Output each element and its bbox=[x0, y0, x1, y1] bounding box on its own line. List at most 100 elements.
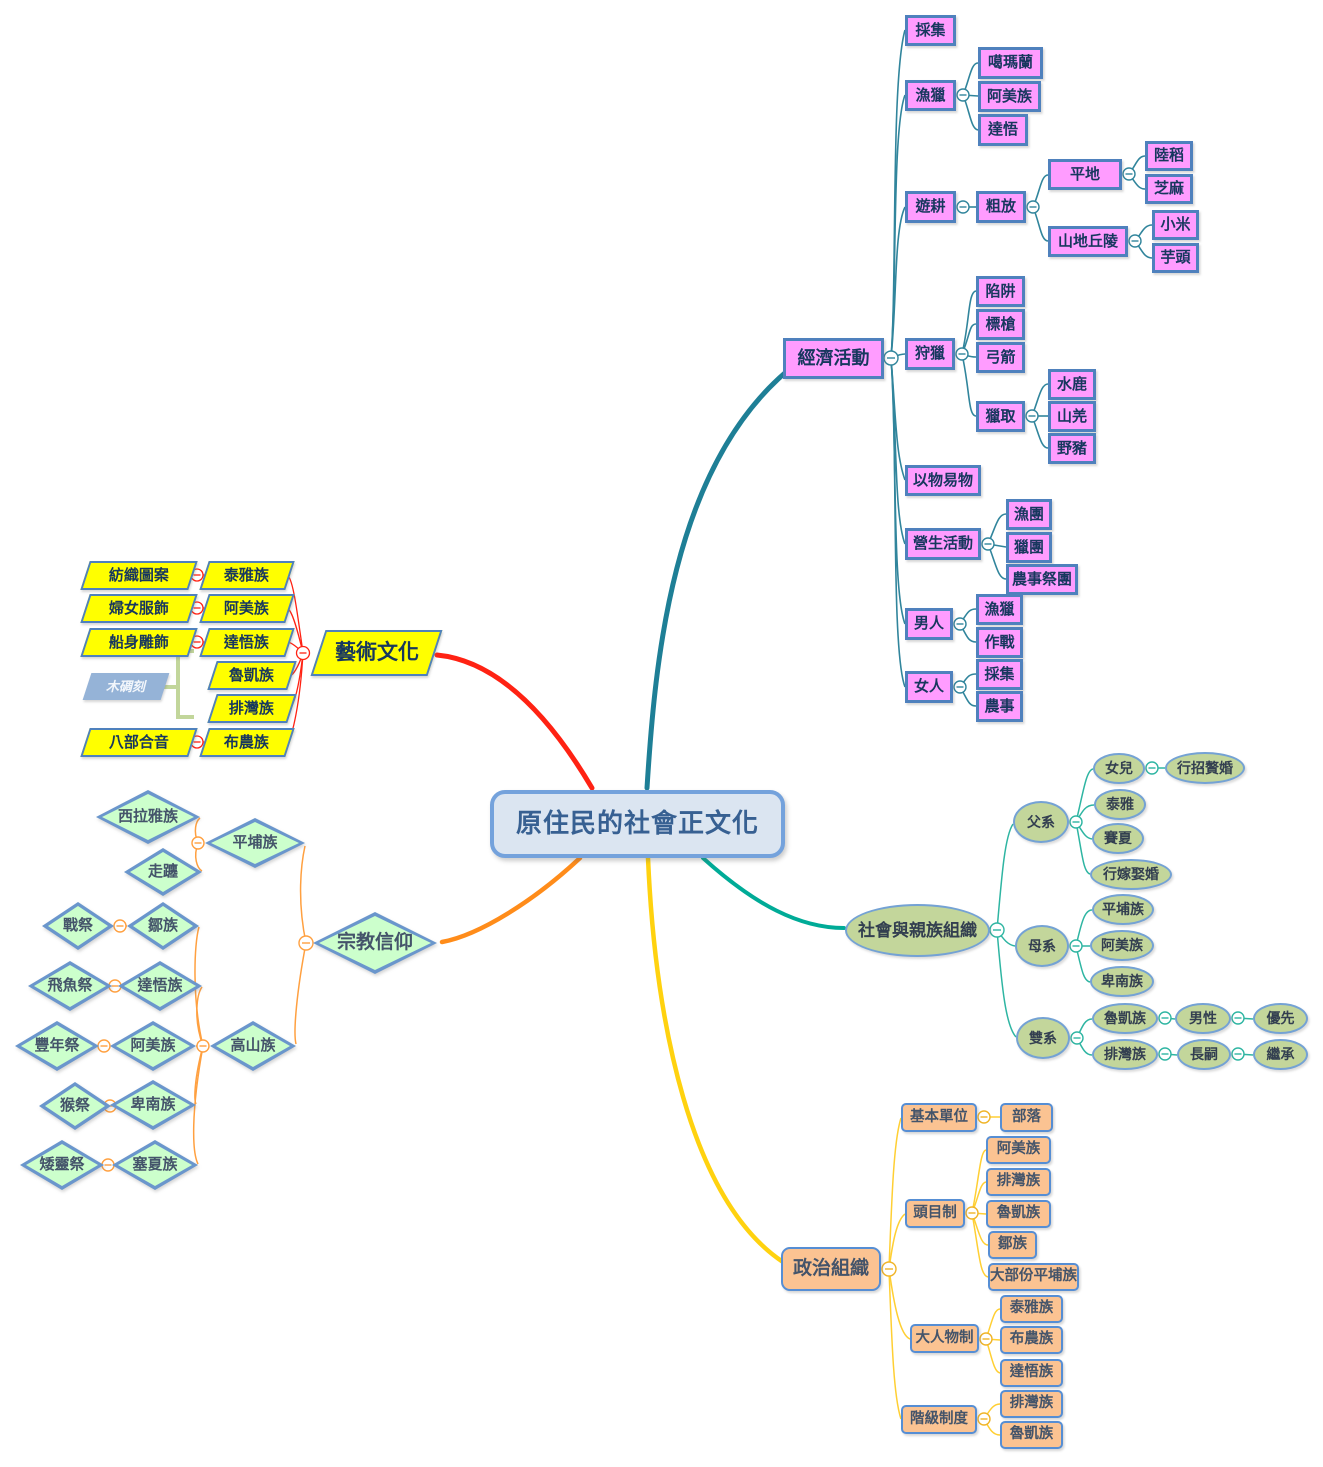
econ-node-muntjac[interactable]: 山羌 bbox=[1048, 401, 1096, 432]
society-node-male[interactable]: 男性 bbox=[1175, 1003, 1231, 1034]
econ-node-sambar[interactable]: 水鹿 bbox=[1048, 369, 1096, 400]
collapse-toggle[interactable] bbox=[1158, 1011, 1172, 1025]
art-node-bunun[interactable]: 布農族 bbox=[199, 728, 295, 757]
collapse-toggle[interactable] bbox=[1069, 939, 1083, 953]
econ-branch[interactable]: 經濟活動 bbox=[783, 338, 884, 379]
collapse-toggle[interactable] bbox=[113, 919, 127, 933]
politics-node-bigman-bunun[interactable]: 布農族 bbox=[1000, 1326, 1063, 1354]
collapse-toggle[interactable] bbox=[1128, 234, 1142, 248]
religion-node-flying-fish-festival[interactable]: 飛魚祭 bbox=[28, 961, 112, 1011]
econ-node-sesame[interactable]: 芝麻 bbox=[1145, 174, 1193, 204]
art-node-rukai[interactable]: 魯凱族 bbox=[207, 661, 297, 690]
society-node-saisiyat[interactable]: 賽夏 bbox=[1092, 823, 1144, 854]
collapse-toggle[interactable] bbox=[977, 1412, 991, 1426]
collapse-toggle[interactable] bbox=[1070, 1031, 1084, 1045]
society-node-patrilineal[interactable]: 父系 bbox=[1013, 801, 1069, 843]
econ-node-gathering[interactable]: 採集 bbox=[905, 15, 956, 46]
religion-node-harvest-festival[interactable]: 豐年祭 bbox=[15, 1021, 99, 1071]
society-branch[interactable]: 社會與親族組織 bbox=[845, 904, 990, 957]
econ-node-combat[interactable]: 作戰 bbox=[976, 627, 1023, 658]
politics-node-bigman-tao[interactable]: 達悟族 bbox=[1000, 1359, 1063, 1387]
econ-node-fishing-group[interactable]: 漁團 bbox=[1006, 499, 1052, 530]
collapse-toggle[interactable] bbox=[979, 1332, 993, 1346]
collapse-toggle[interactable] bbox=[1026, 200, 1040, 214]
society-node-inheritance[interactable]: 繼承 bbox=[1253, 1039, 1308, 1070]
politics-node-class-paiwan[interactable]: 排灣族 bbox=[1000, 1390, 1063, 1418]
econ-node-women[interactable]: 女人 bbox=[905, 671, 953, 703]
collapse-toggle[interactable] bbox=[1025, 409, 1039, 423]
collapse-toggle[interactable] bbox=[956, 200, 970, 214]
econ-node-trap[interactable]: 陷阱 bbox=[976, 276, 1025, 307]
art-node-amis[interactable]: 阿美族 bbox=[199, 594, 295, 623]
art-node-atayal[interactable]: 泰雅族 bbox=[199, 561, 295, 590]
society-node-uxorilocal-marriage[interactable]: 行招贅婚 bbox=[1165, 752, 1245, 784]
econ-node-hunting-group[interactable]: 獵團 bbox=[1006, 532, 1052, 563]
politics-node-big-man-system[interactable]: 大人物制 bbox=[910, 1324, 979, 1353]
collapse-toggle[interactable] bbox=[295, 645, 311, 661]
art-node-wood-carving[interactable]: 木碉刻 bbox=[82, 673, 170, 700]
econ-node-tao[interactable]: 達悟 bbox=[978, 114, 1028, 146]
collapse-toggle[interactable] bbox=[881, 1261, 897, 1277]
religion-node-monkey-festival[interactable]: 猴祭 bbox=[39, 1082, 111, 1130]
econ-node-taro[interactable]: 芋頭 bbox=[1152, 243, 1199, 273]
religion-node-puyuma[interactable]: 卑南族 bbox=[110, 1080, 196, 1130]
econ-node-bow-arrow[interactable]: 弓箭 bbox=[976, 342, 1025, 373]
religion-branch[interactable]: 宗教信仰 bbox=[313, 912, 437, 974]
religion-node-gaoshan[interactable]: 高山族 bbox=[210, 1021, 296, 1071]
collapse-toggle[interactable] bbox=[953, 617, 967, 631]
collapse-toggle[interactable] bbox=[953, 680, 967, 694]
econ-node-livelihood[interactable]: 營生活動 bbox=[905, 528, 981, 560]
society-node-rukai[interactable]: 魯凱族 bbox=[1092, 1003, 1158, 1034]
society-node-eldest-heir[interactable]: 長嗣 bbox=[1177, 1039, 1231, 1070]
econ-node-javelin[interactable]: 標槍 bbox=[976, 309, 1025, 340]
religion-node-tao[interactable]: 達悟族 bbox=[118, 961, 202, 1011]
religion-node-dwarf-spirit-festival[interactable]: 矮靈祭 bbox=[20, 1140, 104, 1190]
econ-node-men[interactable]: 男人 bbox=[905, 608, 953, 640]
econ-node-prey[interactable]: 獵取 bbox=[976, 401, 1025, 432]
society-node-atayal[interactable]: 泰雅 bbox=[1094, 789, 1146, 820]
religion-node-zou-chan[interactable]: 走躔 bbox=[124, 848, 202, 896]
collapse-toggle[interactable] bbox=[955, 347, 969, 361]
society-node-amis[interactable]: 阿美族 bbox=[1090, 930, 1154, 961]
collapse-toggle[interactable] bbox=[965, 1206, 979, 1220]
society-node-daughter[interactable]: 女兒 bbox=[1093, 753, 1145, 784]
politics-node-class-system[interactable]: 階級制度 bbox=[901, 1405, 977, 1434]
politics-node-chief-tsou[interactable]: 鄒族 bbox=[988, 1231, 1037, 1259]
religion-node-pingpu[interactable]: 平埔族 bbox=[205, 818, 305, 868]
art-node-boat-carving[interactable]: 船身雕飾 bbox=[80, 628, 198, 657]
collapse-toggle[interactable] bbox=[1231, 1047, 1245, 1061]
collapse-toggle[interactable] bbox=[298, 935, 314, 951]
religion-node-amis[interactable]: 阿美族 bbox=[110, 1021, 196, 1071]
collapse-toggle[interactable] bbox=[989, 922, 1005, 938]
society-node-matrilineal[interactable]: 母系 bbox=[1015, 925, 1069, 967]
econ-node-hunting[interactable]: 狩獵 bbox=[905, 338, 955, 370]
collapse-toggle[interactable] bbox=[1145, 761, 1159, 775]
econ-node-men-fishing[interactable]: 漁獵 bbox=[976, 594, 1023, 625]
collapse-toggle[interactable] bbox=[1158, 1047, 1172, 1061]
politics-node-chief-amis[interactable]: 阿美族 bbox=[986, 1136, 1051, 1164]
econ-node-amis[interactable]: 阿美族 bbox=[978, 81, 1041, 112]
econ-node-women-gathering[interactable]: 採集 bbox=[976, 659, 1023, 690]
collapse-toggle[interactable] bbox=[956, 88, 970, 102]
collapse-toggle[interactable] bbox=[1069, 815, 1083, 829]
politics-node-basic-unit[interactable]: 基本單位 bbox=[901, 1103, 977, 1132]
econ-node-extensive[interactable]: 粗放 bbox=[976, 191, 1026, 223]
politics-node-class-rukai[interactable]: 魯凱族 bbox=[1000, 1421, 1063, 1449]
society-node-priority[interactable]: 優先 bbox=[1253, 1003, 1308, 1034]
society-node-bilateral[interactable]: 雙系 bbox=[1016, 1017, 1070, 1059]
politics-node-bigman-atayal[interactable]: 泰雅族 bbox=[1000, 1295, 1063, 1323]
art-node-women-clothing[interactable]: 婦女服飾 bbox=[80, 594, 198, 623]
econ-node-wild-boar[interactable]: 野豬 bbox=[1048, 433, 1096, 464]
art-node-tao[interactable]: 達悟族 bbox=[199, 628, 295, 657]
econ-node-farm-ritual-group[interactable]: 農事祭團 bbox=[1006, 564, 1078, 595]
econ-node-plains[interactable]: 平地 bbox=[1048, 159, 1122, 190]
politics-node-most-pingpu[interactable]: 大部份平埔族 bbox=[988, 1263, 1079, 1291]
econ-node-dry-rice[interactable]: 陸稻 bbox=[1145, 141, 1193, 171]
religion-node-tsou[interactable]: 鄒族 bbox=[127, 902, 199, 950]
politics-node-chief-rukai[interactable]: 魯凱族 bbox=[986, 1200, 1051, 1228]
collapse-toggle[interactable] bbox=[977, 1110, 991, 1124]
econ-node-barter[interactable]: 以物易物 bbox=[905, 465, 981, 496]
politics-node-chief-paiwan[interactable]: 排灣族 bbox=[986, 1168, 1051, 1196]
art-node-eight-part-polyphony[interactable]: 八部合音 bbox=[80, 728, 198, 757]
collapse-toggle[interactable] bbox=[883, 350, 899, 366]
